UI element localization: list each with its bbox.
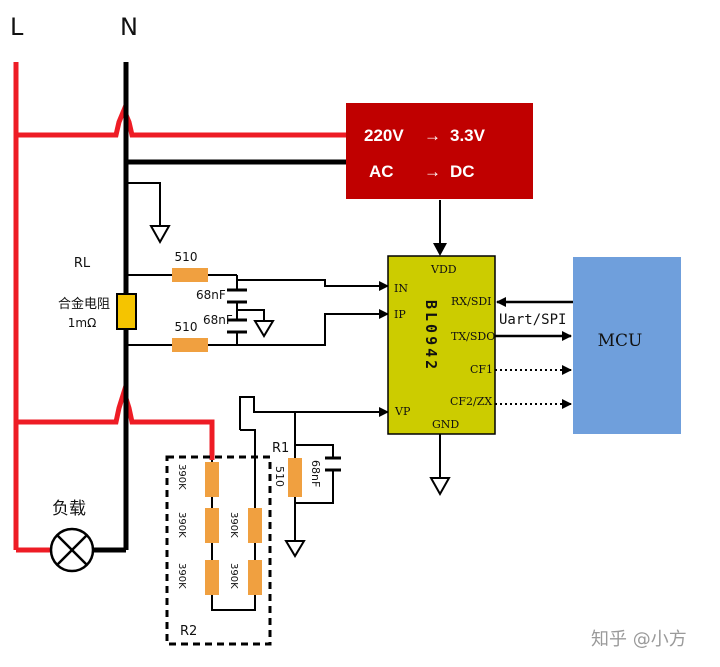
pin-cf2: CF2/ZX [450,395,492,408]
signal-wiring [126,182,441,540]
neutral-wiring [94,62,346,553]
r2-value-5: 390K [228,563,239,589]
pin-in: IN [394,282,408,295]
live-label: L [10,13,24,41]
filter-cap-top-value: 68nF [196,288,226,302]
filter-capacitors [227,288,247,334]
pin-ip: IP [394,308,406,321]
bl0942-chip [387,255,496,435]
filter-cap-bottom-value: 68nF [203,313,233,327]
r1-value: 510 [273,466,286,487]
r2-wiring [211,429,256,611]
power-arrow-1: → [424,126,441,145]
pin-vdd: VDD [430,263,457,276]
power-down-arrow [433,243,447,256]
r1-cap-value: 68nF [309,460,322,487]
pin-cf1: CF1 [470,363,493,376]
chip-name: BL0942 [422,300,440,372]
power-arrow-2: → [424,162,441,181]
mcu-block [573,257,681,434]
ground-symbol [253,320,275,338]
pin-rx: RX/SDI [451,295,492,308]
load-lamp-icon [49,527,95,573]
filter-resistor-top [172,268,208,282]
r2-value-3: 390K [228,512,239,538]
power-module [346,103,533,199]
shunt-resistor [116,293,137,330]
filter-resistor-bottom [172,338,208,352]
shunt-desc: 合金电阻 [58,296,110,312]
r1-resistor [288,458,302,497]
ground-symbol [429,477,451,497]
mcu-label: MCU [598,331,643,351]
r2-value-1: 390K [176,464,187,490]
watermark: 知乎 @小方 [591,629,687,650]
shunt-name: RL [74,256,91,271]
power-output-voltage: 3.3V [450,126,486,145]
r2-value-4: 390K [176,563,187,589]
power-input-type: AC [369,162,394,181]
pin-tx: TX/SDO [451,330,495,343]
shunt-value: 1mΩ [68,316,97,330]
r1-capacitor [325,456,341,472]
r2-resistors [205,462,262,595]
pin-vp: VP [394,405,411,418]
pin-gnd: GND [432,418,459,431]
power-output-type: DC [450,162,475,181]
filter-resistor-top-value: 510 [175,250,198,264]
load-label: 负载 [52,499,86,519]
filter-resistor-bottom-value: 510 [175,320,198,334]
r2-name: R2 [180,624,197,639]
neutral-label: N [120,13,138,41]
r2-value-2: 390K [176,512,187,538]
ground-symbol [149,225,171,245]
bus-label: Uart/SPI [499,312,566,328]
r1-name: R1 [272,441,289,456]
power-input-voltage: 220V [364,126,404,145]
ground-symbol [284,540,306,558]
r2-group-box [165,455,272,646]
